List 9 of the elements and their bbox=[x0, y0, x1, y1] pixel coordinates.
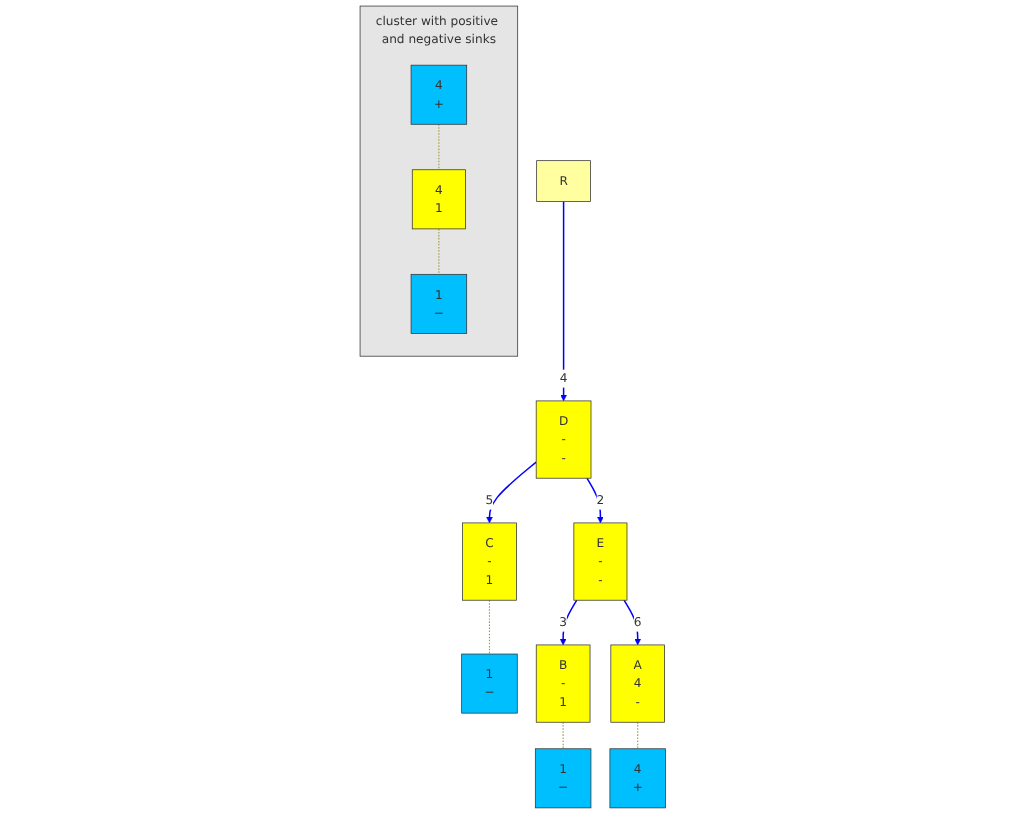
arrow bbox=[585, 477, 603, 524]
arrow bbox=[622, 599, 641, 646]
connector bbox=[437, 123, 439, 171]
arrow bbox=[485, 461, 537, 524]
arrow bbox=[559, 200, 567, 402]
connector bbox=[437, 228, 439, 275]
connector bbox=[636, 721, 638, 750]
connector bbox=[488, 599, 490, 655]
connector bbox=[561, 721, 563, 750]
